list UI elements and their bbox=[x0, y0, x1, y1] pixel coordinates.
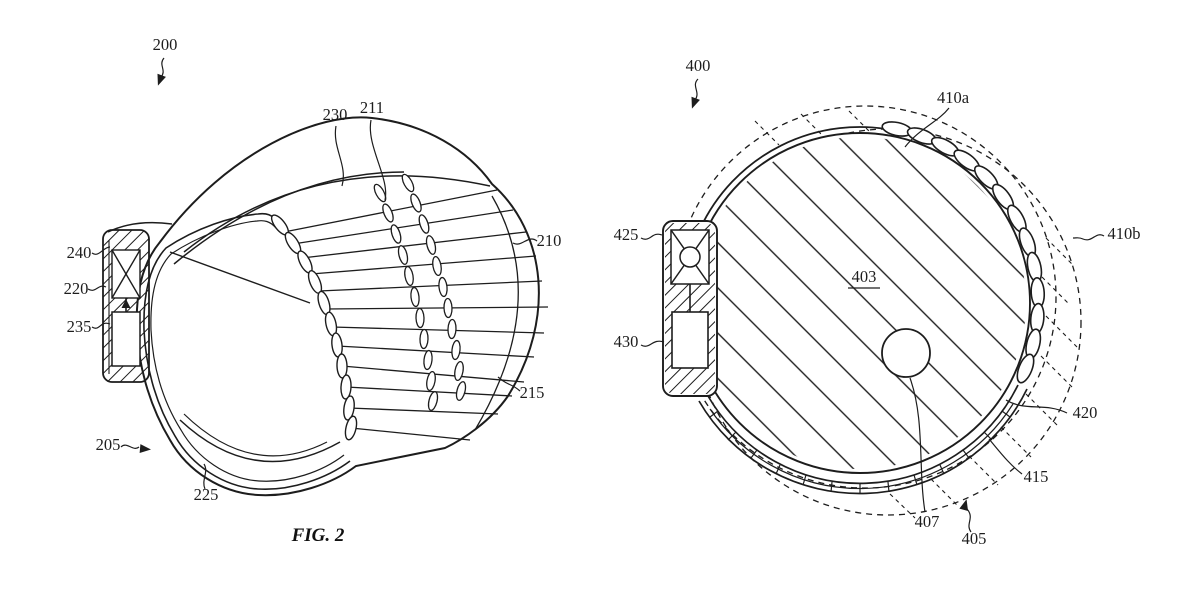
fig2-leader-225 bbox=[203, 463, 207, 490]
fig400-leader-400 bbox=[694, 78, 699, 101]
fig400-disc-hatching bbox=[694, 137, 1026, 469]
fig2-arrowhead-200 bbox=[153, 73, 166, 88]
ref-220: 220 bbox=[64, 279, 89, 298]
fig400-labels: 400 410a 410b 425 430 403 420 415 407 40… bbox=[614, 56, 1141, 548]
ref-400: 400 bbox=[686, 56, 711, 75]
fig2-leader-lines bbox=[87, 57, 538, 490]
fig2-inner-band-arc-outer bbox=[179, 419, 341, 463]
fig2-leader-211 bbox=[369, 119, 387, 201]
fig2-valve-icon bbox=[111, 249, 141, 299]
fig2-outer-silhouette bbox=[135, 116, 540, 497]
fig2-leader-200 bbox=[160, 57, 165, 78]
fig2-smooth-band-arc-1 bbox=[183, 175, 491, 253]
fig400-dashed-hatch bbox=[754, 110, 1078, 519]
fig2-inner-band-arc-inner bbox=[183, 413, 328, 457]
ref-200: 200 bbox=[153, 35, 178, 54]
ref-230: 230 bbox=[323, 105, 348, 124]
ref-215: 215 bbox=[520, 383, 545, 402]
ref-240: 240 bbox=[67, 243, 92, 262]
fig2-caption: FIG. 2 bbox=[291, 525, 345, 546]
fig2-labels: 200 230 211 240 220 235 210 215 205 225 … bbox=[64, 35, 562, 546]
fig400-bottom-link-band bbox=[698, 384, 1028, 495]
fig2-leader-215 bbox=[497, 376, 521, 392]
fig400-valve-module bbox=[662, 220, 718, 397]
fig400-leader-415 bbox=[988, 438, 1023, 475]
ref-407: 407 bbox=[915, 512, 940, 531]
fig400-hole-407 bbox=[881, 328, 931, 378]
fig400-leader-407 bbox=[909, 377, 926, 513]
fig400-leader-405 bbox=[966, 508, 972, 533]
ref-415: 415 bbox=[1024, 467, 1049, 486]
ref-420: 420 bbox=[1073, 403, 1098, 422]
fig2-cylinder-body bbox=[135, 116, 549, 497]
fig400-leader-425 bbox=[640, 233, 663, 240]
fig2-valve-arrow bbox=[121, 299, 131, 308]
fig2-reservoir-box bbox=[111, 311, 141, 367]
fig2-leader-220 bbox=[87, 285, 107, 291]
fig2-opening-rim-inner bbox=[150, 220, 345, 482]
ref-425: 425 bbox=[614, 225, 639, 244]
ref-410b: 410b bbox=[1108, 224, 1141, 243]
fig400-leader-410b bbox=[1072, 234, 1105, 241]
figure-2: 200 230 211 240 220 235 210 215 205 225 … bbox=[64, 35, 562, 546]
fig400-leader-410a bbox=[904, 107, 950, 148]
fig400-reservoir-box bbox=[671, 311, 709, 369]
fig400-leader-420 bbox=[1005, 399, 1068, 414]
ref-403: 403 bbox=[852, 267, 877, 286]
fig400-leader-430 bbox=[640, 340, 665, 347]
ref-210: 210 bbox=[537, 231, 562, 250]
ref-235: 235 bbox=[67, 317, 92, 336]
fig2-bead-column-middle bbox=[371, 182, 440, 412]
figure-400: 400 410a 410b 425 430 403 420 415 407 40… bbox=[614, 56, 1141, 548]
ref-225: 225 bbox=[194, 485, 219, 504]
fig2-leader-230 bbox=[334, 125, 344, 187]
fig2-leader-235 bbox=[91, 322, 111, 329]
fig2-smooth-band-arc-2 bbox=[173, 171, 405, 265]
ref-430: 430 bbox=[614, 332, 639, 351]
ref-211: 211 bbox=[360, 98, 384, 117]
fig2-leader-205 bbox=[120, 444, 140, 449]
ref-205: 205 bbox=[96, 435, 121, 454]
fig400-band-upper-arc bbox=[699, 126, 898, 230]
ref-410a: 410a bbox=[937, 88, 970, 107]
fig400-arrowhead-400 bbox=[687, 96, 700, 111]
fig2-arrowhead-205 bbox=[139, 444, 152, 455]
fig2-inner-wall-edge bbox=[169, 251, 311, 304]
fig2-valve-module bbox=[102, 221, 173, 383]
ref-405: 405 bbox=[962, 529, 987, 548]
fig400-arrowhead-405 bbox=[959, 498, 971, 511]
fig2-leader-240 bbox=[91, 246, 111, 255]
fig400-leader-lines bbox=[640, 78, 1105, 533]
fig2-leader-210 bbox=[512, 238, 538, 245]
fig400-valve-icon bbox=[670, 229, 710, 285]
fig2-bead-column-front bbox=[267, 211, 360, 442]
fig2-end-cap-rim bbox=[474, 195, 519, 431]
